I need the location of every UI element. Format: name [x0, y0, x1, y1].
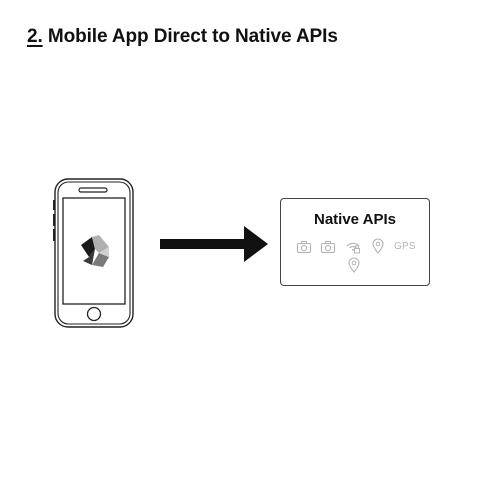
- location-pin-icon: [372, 238, 384, 254]
- camera-icon: [320, 241, 336, 254]
- wifi-lock-icon: [346, 242, 360, 254]
- flow-arrow: [160, 226, 268, 262]
- gps-label: GPS: [394, 241, 416, 252]
- location-pin-icon: [348, 257, 360, 273]
- camera-icon: [296, 241, 312, 254]
- diagram-heading: 2. Mobile App Direct to Native APIs: [27, 26, 338, 48]
- heading-title: Mobile App Direct to Native APIs: [47, 26, 338, 47]
- app-logo-icon: [81, 235, 109, 267]
- native-apis-card: Native APIs GPS: [280, 198, 430, 286]
- heading-number: 2.: [27, 26, 43, 47]
- native-apis-title: Native APIs: [314, 211, 396, 228]
